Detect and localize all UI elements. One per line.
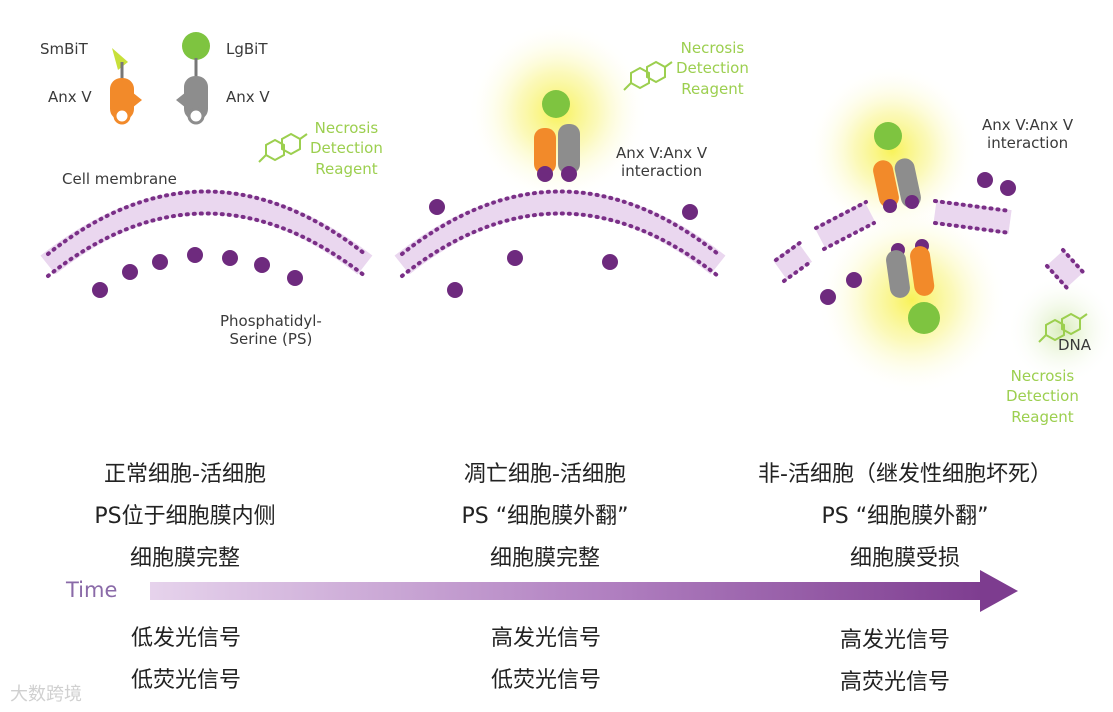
- signal-apoptotic-fluor: 低荧光信号: [490, 667, 601, 693]
- lgbit-icon: [182, 32, 210, 76]
- reagent-label-2: Necrosis Detection Reagent: [676, 39, 749, 98]
- signal-necrotic-fluor: 高荧光信号: [839, 669, 950, 695]
- stage-normal-line3: 细胞膜完整: [129, 545, 240, 571]
- stage-normal-line1: 正常细胞-活细胞: [104, 462, 266, 487]
- reagent-label-1: Necrosis Detection Reagent: [310, 119, 383, 178]
- signal-normal-fluor: 低荧光信号: [130, 667, 241, 693]
- signal-normal-text: 低发光信号 低荧光信号: [86, 618, 286, 702]
- cell-membrane-label: Cell membrane: [62, 170, 177, 188]
- time-label: Time: [66, 578, 118, 602]
- watermark: 大数跨境: [10, 684, 82, 705]
- annexin-complex-1: [534, 90, 580, 182]
- lgbit-label: LgBiT: [226, 40, 268, 58]
- ps-label: Phosphatidyl- Serine (PS): [220, 312, 322, 348]
- anx-v-label-right: Anx V: [226, 88, 270, 106]
- anx-orange-icon: [110, 78, 142, 125]
- stage-apoptotic-line1: 凋亡细胞-活细胞: [464, 462, 626, 487]
- time-arrow: [150, 570, 1018, 612]
- reagent-molecule-1: [258, 133, 308, 163]
- dna-label: DNA: [1058, 336, 1092, 354]
- stage-normal-text: 正常细胞-活细胞 PS位于细胞膜内侧 细胞膜完整: [60, 454, 310, 579]
- membrane-damaged: [772, 199, 1085, 290]
- smbit-icon: [112, 48, 128, 80]
- stage-necrotic-text: 非-活细胞（继发性细胞坏死） PS “细胞膜外翻” 细胞膜受损: [735, 454, 1075, 579]
- signal-necrotic-text: 高发光信号 高荧光信号: [795, 620, 995, 704]
- signal-normal-lum: 低发光信号: [130, 626, 241, 651]
- anx-gray-icon: [176, 76, 208, 125]
- stage-necrotic-line2: PS “细胞膜外翻”: [821, 503, 989, 529]
- annexin-complex-3: [886, 239, 940, 334]
- stage-apoptotic-line3: 细胞膜完整: [489, 545, 600, 571]
- membrane-apoptotic: [394, 189, 726, 278]
- annexin-complex-2: [873, 122, 921, 213]
- interaction-label-2: Anx V:Anx V interaction: [982, 116, 1074, 152]
- stage-apoptotic-text: 凋亡细胞-活细胞 PS “细胞膜外翻” 细胞膜完整: [420, 454, 670, 579]
- signal-apoptotic-lum: 高发光信号: [490, 626, 601, 651]
- anx-v-label-left: Anx V: [48, 88, 92, 106]
- signal-apoptotic-text: 高发光信号 低荧光信号: [446, 618, 646, 702]
- ps-dots-stage3: [820, 172, 1016, 305]
- stage-necrotic-line3: 细胞膜受损: [849, 545, 960, 571]
- luminescence-glows: [468, 22, 1113, 395]
- interaction-label-1: Anx V:Anx V interaction: [616, 144, 708, 180]
- smbit-label: SmBiT: [40, 40, 88, 58]
- stage-apoptotic-line2: PS “细胞膜外翻”: [461, 503, 629, 529]
- signal-necrotic-lum: 高发光信号: [839, 628, 950, 653]
- reagent-label-3: Necrosis Detection Reagent: [1006, 367, 1079, 426]
- stage-normal-line2: PS位于细胞膜内侧: [94, 503, 276, 529]
- membrane-normal: [40, 189, 373, 278]
- stage-necrotic-line1: 非-活细胞（继发性细胞坏死）: [758, 462, 1052, 487]
- ps-dots-outer: [429, 199, 698, 298]
- ps-dots-inner: [92, 247, 303, 298]
